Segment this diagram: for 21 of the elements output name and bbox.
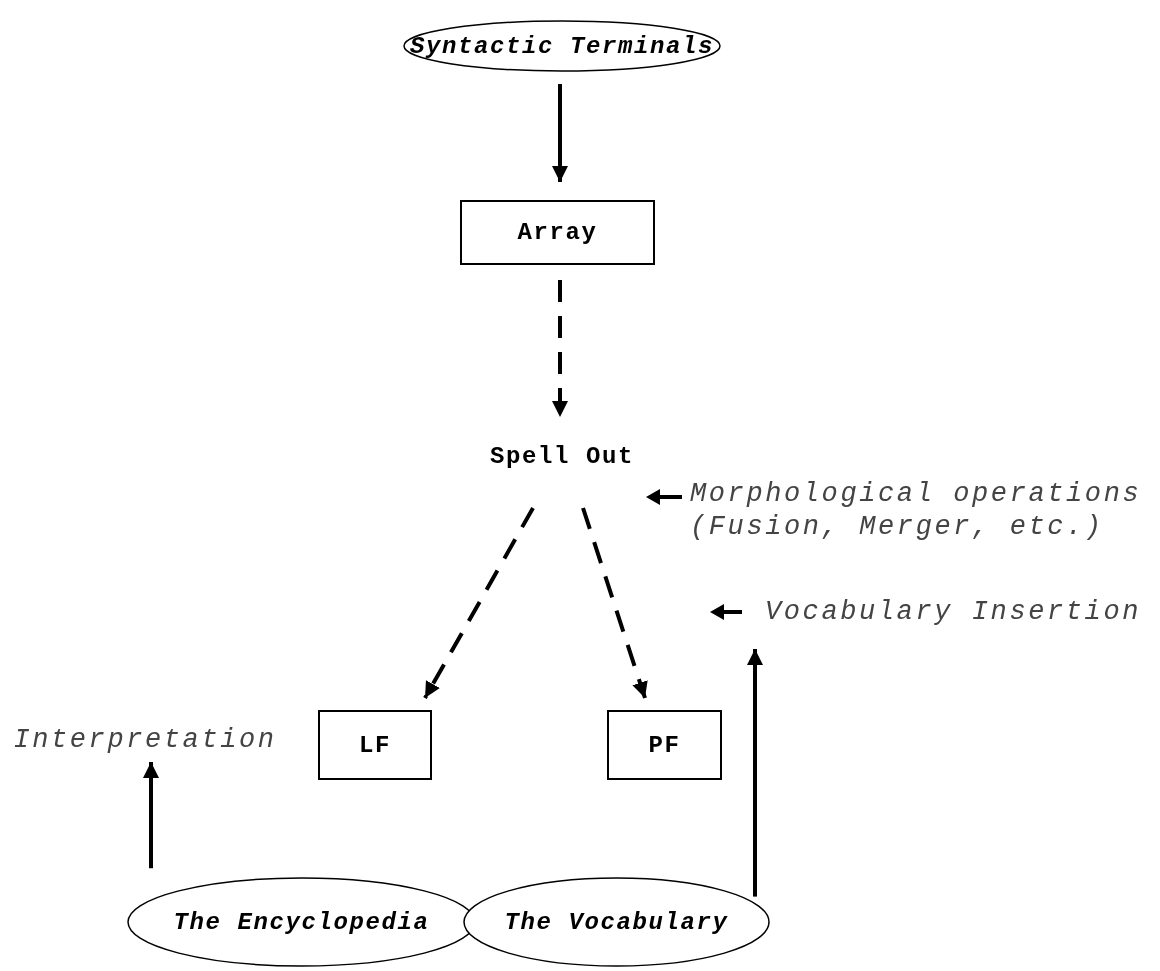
stage-label: Spell Out (490, 442, 634, 470)
arrow (552, 84, 568, 182)
node-label: The Encyclopedia (173, 908, 430, 936)
dashed-arrow (552, 280, 568, 417)
process-box (460, 200, 655, 265)
node-label: The Vocabulary (504, 908, 729, 936)
dashed-arrow (581, 507, 648, 699)
arrow (747, 649, 763, 897)
operation-note: Morphological operations (Fusion, Merger, etc.) (690, 478, 1143, 544)
dashed-arrow (423, 507, 535, 699)
node-label: PF (648, 731, 681, 759)
process-box (318, 710, 432, 780)
node-label: Syntactic Terminals (409, 32, 714, 60)
ellipse-node (463, 877, 770, 967)
process-box (607, 710, 722, 780)
arrow (143, 762, 159, 869)
ellipse-node (403, 20, 721, 72)
node-label: Array (517, 219, 598, 246)
node-label: LF (359, 731, 391, 759)
operation-note: Interpretation (13, 725, 277, 755)
operation-note: Vocabulary Insertion (764, 597, 1142, 627)
